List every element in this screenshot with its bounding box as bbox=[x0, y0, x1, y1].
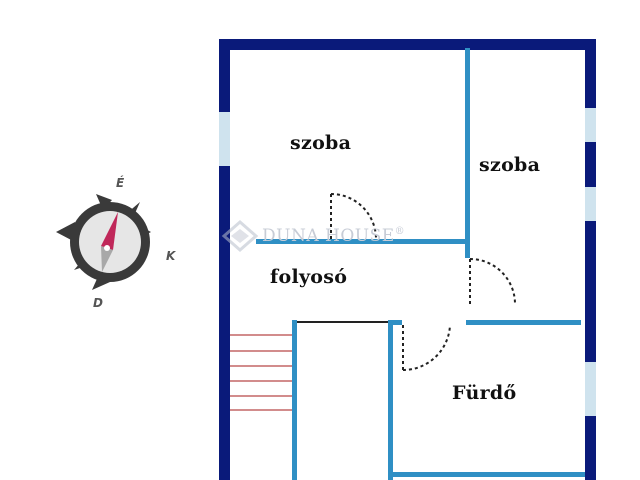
wall-corridor-right bbox=[465, 244, 470, 258]
wall-bath-left bbox=[388, 320, 393, 480]
room-label-szoba-2: szoba bbox=[479, 154, 541, 176]
door-room2 bbox=[469, 258, 516, 305]
compass-south-label: D bbox=[93, 296, 103, 310]
window-right-top bbox=[585, 108, 596, 142]
watermark-registered-mark: ® bbox=[394, 226, 406, 237]
wall-room-divider bbox=[465, 48, 470, 243]
door-bathroom bbox=[402, 324, 451, 372]
watermark-logo-icon bbox=[221, 220, 259, 252]
window-right-mid bbox=[585, 187, 596, 221]
window-right-bottom bbox=[585, 362, 596, 416]
compass-north-label: É bbox=[116, 176, 125, 190]
door-swings bbox=[330, 193, 516, 372]
compass-east-label: K bbox=[166, 249, 176, 263]
room-label-szoba-1: szoba bbox=[290, 132, 352, 154]
wall-bath-top-left bbox=[388, 320, 402, 325]
wall-bath-bottom bbox=[388, 472, 585, 477]
wall-room1-bottom bbox=[256, 239, 470, 244]
door-room1 bbox=[330, 193, 377, 240]
wall-bath-top-right bbox=[466, 320, 581, 325]
watermark-text: DUNA HOUSE® bbox=[262, 226, 405, 246]
compass-icon bbox=[56, 194, 151, 290]
outer-wall-top bbox=[219, 39, 596, 50]
inner-walls bbox=[256, 48, 585, 480]
watermark-brand: DUNA HOUSE bbox=[262, 226, 395, 246]
window-left bbox=[219, 112, 230, 166]
windows bbox=[219, 108, 596, 416]
wall-stair-right bbox=[292, 320, 297, 480]
outer-wall-right bbox=[585, 39, 596, 480]
outer-wall-left bbox=[219, 39, 230, 480]
outer-walls bbox=[219, 39, 596, 480]
room-label-folyoso: folyosó bbox=[270, 266, 348, 288]
room-label-furdo: Fürdő bbox=[452, 382, 517, 404]
stairs bbox=[230, 334, 292, 411]
